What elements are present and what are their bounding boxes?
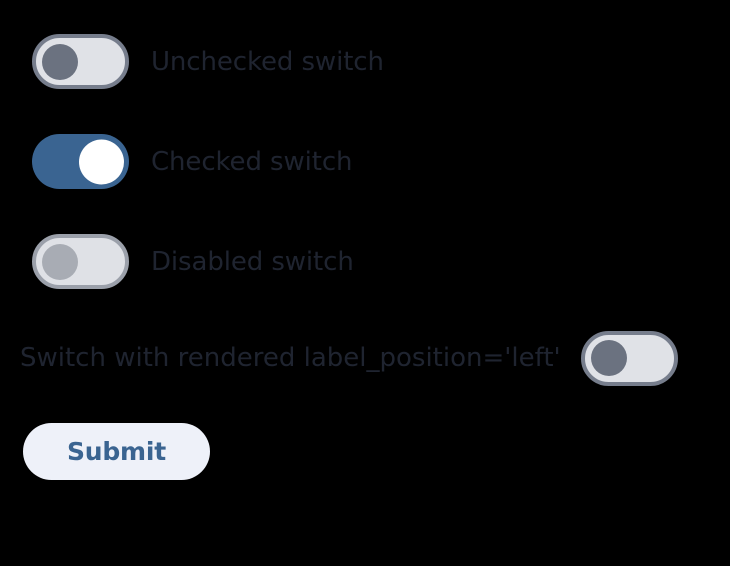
submit-button[interactable]: Submit: [23, 423, 210, 480]
switch-row-unchecked: Unchecked switch: [20, 34, 384, 89]
switch-label-left-position: Switch with rendered label_position='lef…: [20, 343, 561, 373]
toggle-off-icon[interactable]: [580, 330, 678, 386]
switch-row-checked: Checked switch: [20, 134, 353, 189]
switch-label-unchecked: Unchecked switch: [151, 46, 384, 77]
switch-row-left-label: Switch with rendered label_position='lef…: [20, 330, 710, 386]
switch-thumb: [590, 340, 627, 376]
switch-thumb: [42, 43, 78, 80]
switch-thumb: [79, 139, 124, 184]
toggle-off-disabled-icon: [32, 234, 129, 289]
switch-row-disabled: Disabled switch: [20, 234, 354, 289]
switch-thumb: [42, 243, 78, 280]
switch-label-disabled: Disabled switch: [151, 246, 354, 277]
switch-label-checked: Checked switch: [151, 146, 353, 177]
toggle-off-icon[interactable]: [32, 34, 129, 89]
toggle-on-icon[interactable]: [32, 134, 129, 189]
switch-wrap-left-label: [569, 330, 678, 386]
